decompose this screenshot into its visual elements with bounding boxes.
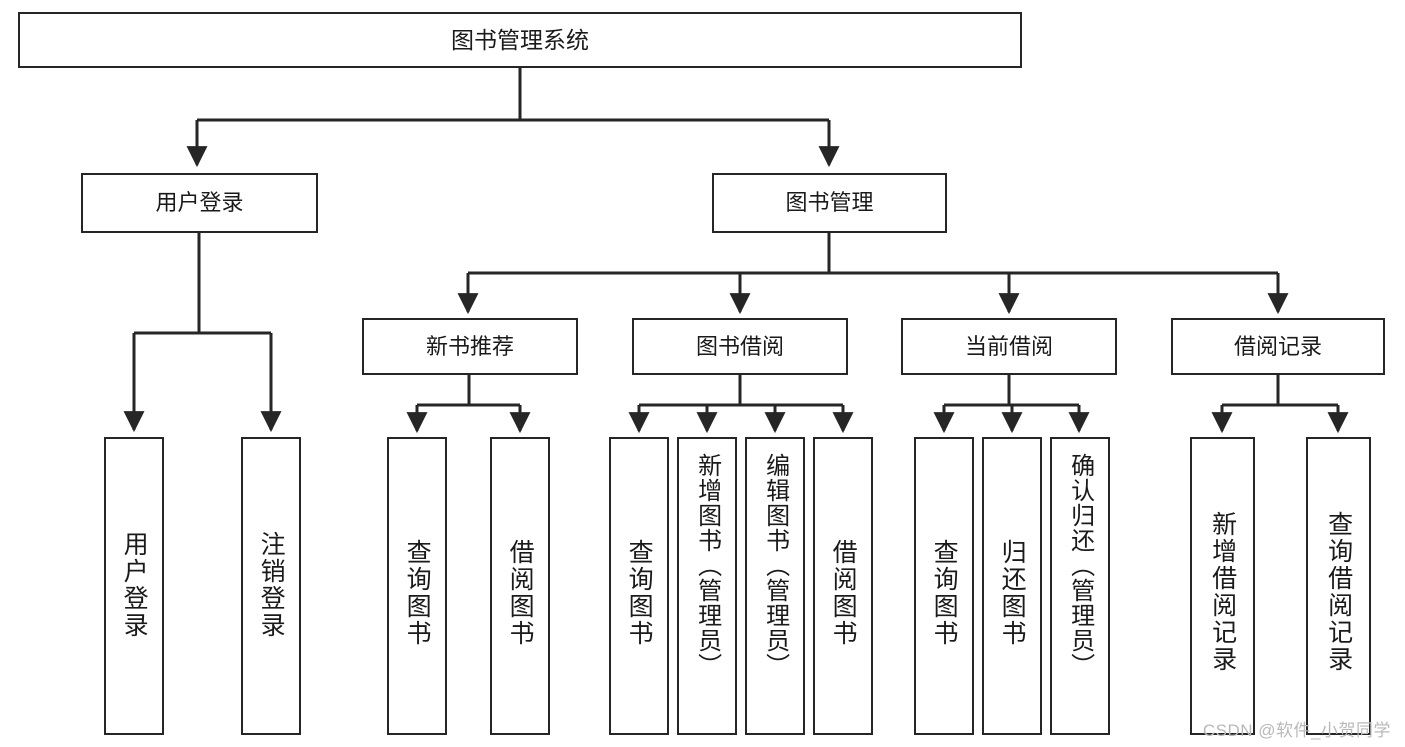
- node-book-management[interactable]: 图书管理: [712, 173, 947, 233]
- node-user-login[interactable]: 用户登录: [81, 173, 318, 233]
- node-user-login-label: 用户登录: [155, 190, 244, 216]
- node-leaf-book-borrow-edit[interactable]: 编辑图书（管理员）: [745, 437, 805, 735]
- node-leaf-new-book-search[interactable]: 查询图书: [387, 437, 447, 735]
- node-leaf-new-book-borrow[interactable]: 借阅图书: [490, 437, 550, 735]
- node-leaf-current-borrow-search[interactable]: 查询图书: [914, 437, 974, 735]
- node-leaf-book-borrow-add-label: 新增图书（管理员）: [693, 453, 721, 678]
- node-leaf-book-borrow-search-label: 查询图书: [625, 539, 654, 647]
- node-leaf-book-borrow-edit-label: 编辑图书（管理员）: [761, 453, 789, 678]
- node-leaf-book-borrow-borrow[interactable]: 借阅图书: [813, 437, 873, 735]
- node-leaf-current-borrow-return-label: 归还图书: [998, 539, 1027, 647]
- node-leaf-current-borrow-confirm[interactable]: 确认归还（管理员）: [1050, 437, 1110, 735]
- node-current-borrow-label: 当前借阅: [964, 333, 1053, 359]
- node-leaf-book-borrow-add[interactable]: 新增图书（管理员）: [677, 437, 737, 735]
- node-leaf-user-login-logout-label: 注销登录: [257, 531, 286, 639]
- node-leaf-current-borrow-search-label: 查询图书: [930, 539, 959, 647]
- node-leaf-user-login-logout[interactable]: 注销登录: [241, 437, 301, 735]
- node-new-book-recommend[interactable]: 新书推荐: [362, 318, 578, 375]
- node-leaf-book-borrow-search[interactable]: 查询图书: [609, 437, 669, 735]
- node-book-borrow-label: 图书借阅: [695, 333, 784, 359]
- node-root[interactable]: 图书管理系统: [18, 12, 1022, 68]
- node-book-management-label: 图书管理: [785, 190, 874, 216]
- node-leaf-current-borrow-return[interactable]: 归还图书: [982, 437, 1042, 735]
- node-leaf-user-login-login-label: 用户登录: [120, 531, 149, 639]
- node-borrow-records-label: 借阅记录: [1233, 333, 1322, 359]
- node-current-borrow[interactable]: 当前借阅: [901, 318, 1117, 375]
- node-leaf-borrow-records-add[interactable]: 新增借阅记录: [1190, 437, 1255, 735]
- node-leaf-user-login-login[interactable]: 用户登录: [104, 437, 164, 735]
- node-leaf-new-book-search-label: 查询图书: [403, 539, 432, 647]
- node-borrow-records[interactable]: 借阅记录: [1171, 318, 1385, 375]
- node-leaf-book-borrow-borrow-label: 借阅图书: [829, 539, 858, 647]
- node-root-label: 图书管理系统: [451, 26, 589, 53]
- node-leaf-borrow-records-search-label: 查询借阅记录: [1324, 511, 1353, 673]
- node-new-book-recommend-label: 新书推荐: [425, 333, 514, 359]
- node-book-borrow[interactable]: 图书借阅: [632, 318, 848, 375]
- node-leaf-borrow-records-add-label: 新增借阅记录: [1208, 511, 1237, 673]
- node-leaf-borrow-records-search[interactable]: 查询借阅记录: [1306, 437, 1371, 735]
- node-leaf-new-book-borrow-label: 借阅图书: [506, 539, 535, 647]
- node-leaf-current-borrow-confirm-label: 确认归还（管理员）: [1066, 453, 1094, 678]
